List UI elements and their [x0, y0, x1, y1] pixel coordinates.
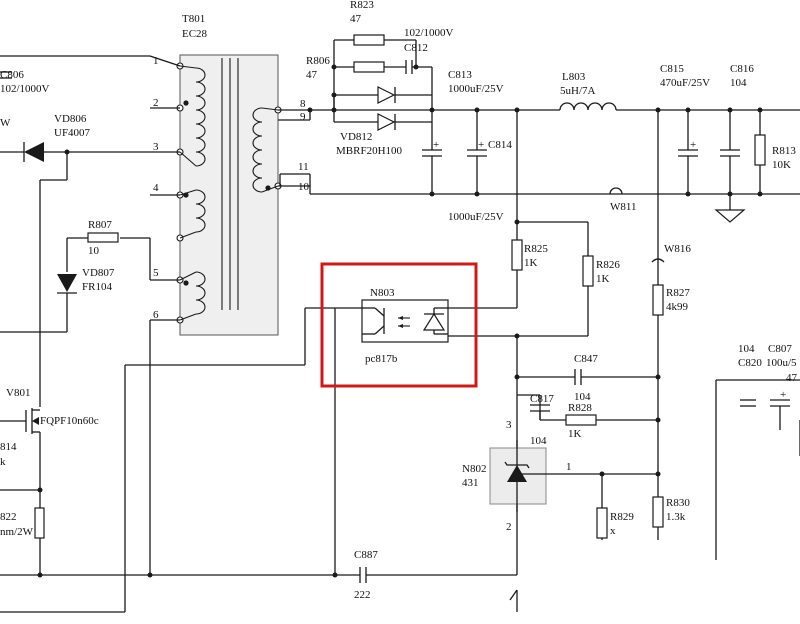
c816-label: C816 [730, 63, 754, 75]
c807-value2: 47 [786, 372, 798, 384]
optocoupler-highlight-box [320, 262, 478, 388]
r827-value: 4k99 [666, 301, 689, 313]
c815-plus: + [690, 139, 696, 151]
pin-3-label: 3 [153, 141, 159, 153]
pin-6-label: 6 [153, 309, 159, 321]
fqpf-label: FQPF10n60c [40, 415, 99, 427]
l803-label: L803 [562, 71, 586, 83]
c807-value: 100u/5 [766, 357, 797, 369]
c817-label: C817 [530, 393, 554, 405]
pc817b-label: pc817b [365, 353, 398, 365]
pin-1-label: 1 [153, 55, 159, 67]
w816-label: W816 [664, 243, 691, 255]
uf4007-label: UF4007 [54, 127, 91, 139]
ec28-label: EC28 [182, 28, 208, 40]
l803-value: 5uH/7A [560, 85, 596, 97]
fr104-label: FR104 [82, 281, 112, 293]
c813-value: 1000uF/25V [448, 83, 504, 95]
pin-5-label: 5 [153, 267, 159, 279]
c814-value: 1000uF/25V [448, 211, 504, 223]
pin-11-label: 11 [298, 161, 309, 173]
w-fragment: W [0, 117, 11, 129]
n802-label: N802 [462, 463, 486, 475]
c807-label: C807 [768, 343, 792, 355]
c806-value: 102/1000V [0, 83, 50, 95]
vd812-label: VD812 [340, 131, 372, 143]
r814-fragment: 814 [0, 441, 17, 453]
c816-value: 104 [730, 77, 747, 89]
r826-label: R826 [596, 259, 620, 271]
r806-label: R806 [306, 55, 330, 67]
pin-10-label: 10 [298, 181, 310, 193]
r807-value: 10 [88, 245, 100, 257]
c814-label: C814 [488, 139, 512, 151]
c887-label: C887 [354, 549, 378, 561]
n803-label: N803 [370, 287, 395, 299]
n802-pin-2: 2 [506, 521, 512, 533]
r807-label: R807 [88, 219, 112, 231]
n802-pin-1: 1 [566, 461, 572, 473]
pin-8-label: 8 [300, 98, 306, 110]
secondary-rectifier: + + + [278, 34, 800, 223]
r825-label: R825 [524, 243, 548, 255]
r830-label: R830 [666, 497, 690, 509]
r830-value: 1.3k [666, 511, 686, 523]
c847-value: 104 [574, 391, 591, 403]
w811-label: W811 [610, 201, 636, 213]
pin-4-label: 4 [153, 182, 159, 194]
v801-label: V801 [6, 387, 30, 399]
r828-value: 1K [568, 428, 582, 440]
c813-plus: + [433, 139, 439, 151]
r823-label: R823 [350, 0, 374, 11]
r826-value: 1K [596, 273, 610, 285]
mbrf-label: MBRF20H100 [336, 145, 403, 157]
pin-2-label: 2 [153, 97, 159, 109]
r813-label: R813 [772, 145, 796, 157]
pin-9-label: 9 [300, 111, 306, 123]
k-fragment: k [0, 456, 6, 468]
vd806-label: VD806 [54, 113, 87, 125]
c814-plus: + [478, 139, 484, 151]
r825-value: 1K [524, 257, 538, 269]
r829-label: R829 [610, 511, 634, 523]
c887-value: 222 [354, 589, 371, 601]
r806-value: 47 [306, 69, 318, 81]
r813-value: 10K [772, 159, 791, 171]
c820-label: C820 [738, 357, 762, 369]
right-partial-section [715, 379, 800, 560]
c807-plus: + [780, 389, 786, 401]
r829-value: x [610, 525, 616, 537]
r828-label: R828 [568, 402, 592, 414]
c806-label: C806 [0, 69, 24, 81]
n802-pin-3: 3 [506, 419, 512, 431]
c847-label: C847 [574, 353, 598, 365]
c820-value: 104 [738, 343, 755, 355]
c817-value: 104 [530, 435, 547, 447]
n802-value: 431 [462, 477, 479, 489]
vd807-label: VD807 [82, 267, 115, 279]
c813-label: C813 [448, 69, 472, 81]
r827-label: R827 [666, 287, 690, 299]
c812-label: C812 [404, 42, 428, 54]
r823-value: 47 [350, 13, 362, 25]
c812-value: 102/1000V [404, 27, 454, 39]
c815-value: 470uF/25V [660, 77, 710, 89]
r822-fragment: 822 [0, 511, 17, 523]
transformer-t801 [176, 54, 282, 336]
t801-label: T801 [182, 13, 205, 25]
primary-side-wiring [0, 55, 362, 613]
feedback-network [332, 110, 665, 612]
c815-label: C815 [660, 63, 684, 75]
r822-value: nm/2W [0, 526, 34, 538]
